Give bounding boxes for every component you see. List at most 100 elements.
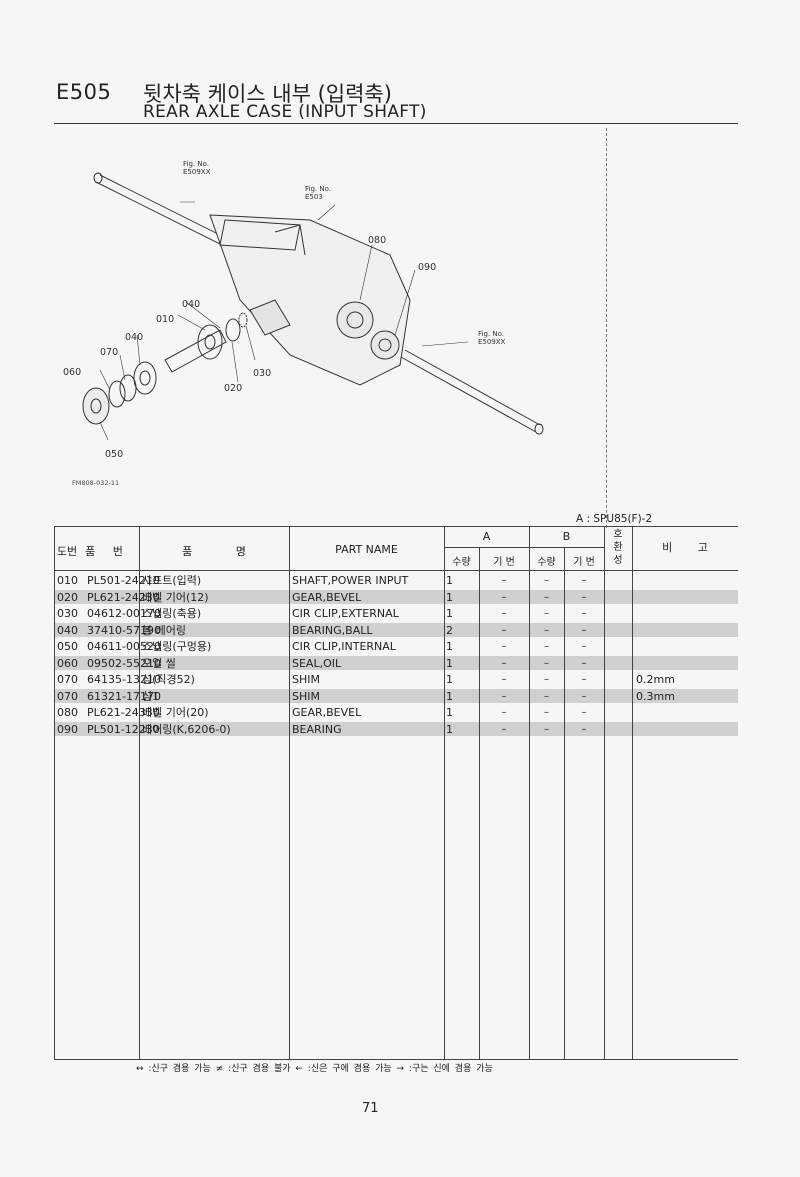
cell-name-ko: 심(직경52) (142, 673, 195, 686)
cell-part-no: 37410-57190 (87, 623, 161, 637)
parts-table: 도번 품 번 품 명 PART NAME A B 수량 기 번 수량 기 번 호… (54, 526, 738, 1060)
cell-name-ko: 샤프트(입력) (142, 574, 202, 587)
page-number: 71 (362, 1101, 379, 1116)
column-divider (606, 128, 607, 528)
callout-label: 040 (182, 299, 200, 310)
cell-mach-b: – (581, 674, 587, 685)
callout-label: 070 (100, 347, 118, 358)
cell-mach-b: – (581, 591, 587, 603)
header-part-name: PART NAME (335, 543, 398, 556)
row-shade (54, 623, 738, 637)
fig-ref-line1: Fig. No. (183, 160, 209, 168)
cell-no: 030 (57, 607, 78, 620)
cell-part-name: CIR CLIP,EXTERNAL (292, 607, 399, 620)
table-rule (444, 526, 445, 1060)
cell-qty-b: – (544, 674, 549, 685)
cell-qty-a: 1 (446, 574, 453, 587)
cell-no: 080 (57, 706, 78, 719)
cell-qty-b: – (544, 608, 549, 619)
cell-part-name: SHIM (292, 673, 320, 686)
cell-qty-b: – (544, 641, 549, 652)
callout-label: 010 (156, 314, 174, 325)
header-name-ko: 품 명 (182, 545, 246, 558)
cell-qty-a: 1 (446, 689, 453, 703)
cell-part-name: CIR CLIP,INTERNAL (292, 640, 396, 653)
cell-name-ko: 스냅링(축용) (142, 607, 202, 620)
table-rule (529, 526, 530, 1060)
callout-label: 060 (63, 367, 81, 378)
cell-mach-b: – (581, 575, 587, 586)
header-machine-no-a: 기 번 (493, 557, 515, 568)
cell-mach-b: – (581, 723, 587, 735)
section-code: E505 (56, 80, 112, 104)
page-title-korean: 뒷차축 케이스 내부 (입력축) (143, 82, 392, 106)
cell-remarks: 0.3mm (636, 689, 675, 703)
fig-ref-line1: Fig. No. (478, 330, 504, 338)
cell-no: 060 (57, 656, 78, 670)
row-shade (54, 689, 738, 703)
cell-mach-a: – (501, 657, 507, 669)
cell-qty-a: 1 (446, 590, 453, 604)
cell-mach-b: – (581, 608, 587, 619)
table-rule (54, 526, 738, 527)
cell-qty-b: – (544, 575, 549, 586)
cell-mach-a: – (501, 575, 507, 586)
header-remarks: 비 고 (662, 541, 708, 554)
cell-mach-a: – (501, 690, 507, 702)
table-rule (564, 547, 565, 1060)
cell-name-ko: 베벨 기어(12) (142, 590, 209, 604)
header-part-no: 품 번 (85, 545, 123, 558)
cell-qty-a: 2 (446, 623, 453, 637)
cell-mach-b: – (581, 690, 587, 702)
callout-label: 040 (125, 332, 143, 343)
cell-qty-b: – (544, 657, 549, 669)
exploded-parts-diagram: Fig. No. E509XX Fig. No. E503 Fig. No. E… (60, 150, 600, 500)
cell-qty-a: 1 (446, 706, 453, 719)
row-shade (54, 590, 738, 604)
interchange-legend: ↔ :신구 겸용 가능 ≠ :신구 겸용 불가 ← :신은 구에 겸용 가능 →… (136, 1064, 493, 1074)
cell-part-no: PL501-12230 (87, 722, 160, 736)
cell-name-ko: 오일 씰 (142, 656, 176, 670)
model-label: A : SPU85(F)-2 (576, 513, 653, 525)
fig-ref-number: E509XX (183, 168, 211, 176)
row-shade (54, 656, 738, 670)
callout-label: 090 (418, 262, 436, 273)
cell-mach-b: – (581, 641, 587, 652)
header-qty-b: 수량 (537, 557, 556, 568)
cell-no: 010 (57, 574, 78, 587)
cell-part-no: PL621-24230 (87, 590, 160, 604)
cell-name-ko: 볼 베어링 (142, 623, 186, 637)
cell-mach-a: – (501, 608, 507, 619)
table-rule (479, 547, 480, 1060)
cell-mach-a: – (501, 591, 507, 603)
header-group-b: B (562, 530, 571, 543)
cell-name-ko: 심1 (142, 689, 160, 703)
cell-qty-b: – (544, 624, 549, 636)
cell-qty-a: 1 (446, 722, 453, 736)
header-qty-a: 수량 (452, 557, 471, 568)
cell-part-name: BEARING (292, 722, 342, 736)
cell-mach-b: – (581, 707, 587, 718)
cell-part-no: 09502-55210 (87, 656, 161, 670)
cell-no: 020 (57, 590, 78, 604)
callout-label: 080 (368, 235, 386, 246)
callout-label: 020 (224, 383, 242, 394)
cell-part-no: 04612-00170 (87, 607, 161, 620)
cell-no: 040 (57, 623, 78, 637)
table-rule (604, 526, 605, 1060)
cell-part-name: BEARING,BALL (292, 623, 373, 637)
diagram-svg: Fig. No. E509XX Fig. No. E503 Fig. No. E… (63, 160, 544, 460)
header-group-a: A (482, 530, 491, 543)
table-rule (54, 1059, 738, 1060)
cell-qty-b: – (544, 723, 549, 735)
callout-label: 050 (105, 449, 123, 460)
figure-code: FM808-032-11 (72, 479, 120, 487)
table-rule (444, 547, 604, 548)
header-no: 도번 (56, 545, 78, 558)
cell-mach-b: – (581, 657, 587, 669)
cell-part-no: 61321-17170 (87, 689, 161, 703)
table-rule (289, 526, 290, 1060)
table-rule (632, 526, 633, 1060)
table-rule (54, 570, 738, 571)
page-title-english: REAR AXLE CASE (INPUT SHAFT) (143, 102, 427, 122)
